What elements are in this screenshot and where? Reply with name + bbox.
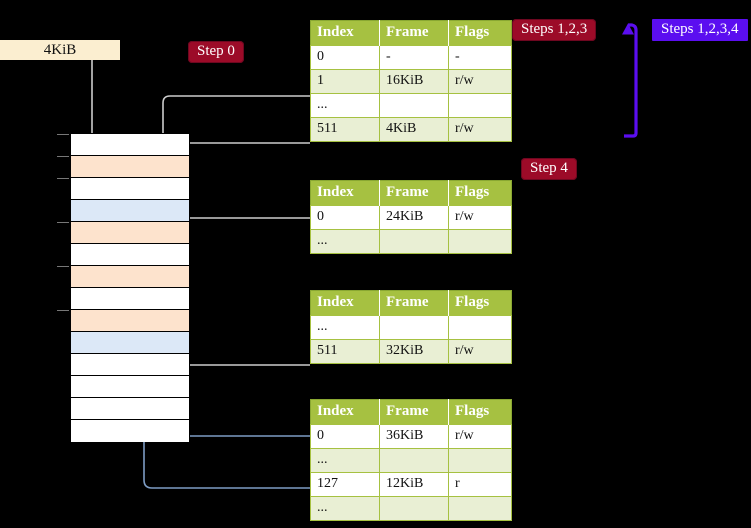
memory-frame-row xyxy=(71,332,189,354)
table-cell xyxy=(448,315,512,340)
memory-frame-row xyxy=(57,156,189,178)
table-cell: 1 xyxy=(310,69,380,94)
wire-table2-entry xyxy=(175,301,310,366)
memory-frame-row xyxy=(71,420,189,442)
column-header-index: Index xyxy=(310,290,380,316)
memory-tick-mark xyxy=(57,310,69,311)
table-cell xyxy=(448,229,512,254)
table-cell: 12KiB xyxy=(379,472,449,497)
table-cell: ... xyxy=(310,448,380,473)
table-cell: 127 xyxy=(310,472,380,497)
table-cell xyxy=(379,93,449,118)
table-cell xyxy=(448,448,512,473)
memory-tick-mark xyxy=(57,156,69,157)
table-cell: 0 xyxy=(310,424,380,449)
memory-frame-row xyxy=(57,222,189,244)
table-cell: r/w xyxy=(448,117,512,142)
table-cell xyxy=(379,229,449,254)
table-cell: r/w xyxy=(448,424,512,449)
table-cell: r xyxy=(448,472,512,497)
memory-frame-row xyxy=(71,288,189,310)
column-header-frame: Frame xyxy=(379,399,449,425)
table-cell: - xyxy=(379,45,449,70)
memory-tick-mark xyxy=(57,178,69,179)
physical-memory-column xyxy=(57,133,190,442)
table-cell: 511 xyxy=(310,117,380,142)
table-row: ... xyxy=(310,448,512,473)
table-cell: 32KiB xyxy=(379,339,449,364)
table-cell: 24KiB xyxy=(379,205,449,230)
wire-table1-entry xyxy=(179,217,310,254)
table-cell: 0 xyxy=(310,205,380,230)
step-0-badge: Step 0 xyxy=(188,41,244,64)
column-header-frame: Frame xyxy=(379,20,449,46)
table-row: 0-- xyxy=(310,45,512,70)
table-cell xyxy=(379,496,449,521)
table-cell: r/w xyxy=(448,339,512,364)
memory-frame-row xyxy=(71,244,189,266)
column-header-flags: Flags xyxy=(448,399,512,425)
memory-frame-row xyxy=(71,354,189,376)
table-row: ... xyxy=(310,93,512,118)
size-label-text: 4KiB xyxy=(43,42,77,58)
column-header-flags: Flags xyxy=(448,20,512,46)
table-cell: ... xyxy=(310,93,380,118)
column-header-index: Index xyxy=(310,399,380,425)
table-cell: ... xyxy=(310,229,380,254)
table-cell: 511 xyxy=(310,339,380,364)
column-header-index: Index xyxy=(310,180,380,206)
memory-frame-row xyxy=(71,376,189,398)
table-cell xyxy=(448,496,512,521)
memory-tick-mark xyxy=(57,222,69,223)
memory-frame-row xyxy=(57,310,189,332)
memory-tick-mark xyxy=(57,266,69,267)
table-row: ... xyxy=(310,496,512,521)
table-cell xyxy=(379,315,449,340)
table-cell: ... xyxy=(310,496,380,521)
table-cell: - xyxy=(448,45,512,70)
step-4-badge: Step 4 xyxy=(521,158,577,181)
table-cell: r/w xyxy=(448,69,512,94)
table-row: ... xyxy=(310,229,512,254)
column-header-index: Index xyxy=(310,20,380,46)
memory-frame-row xyxy=(57,266,189,288)
wire-table0-row511 xyxy=(176,142,310,162)
table-cell: 36KiB xyxy=(379,424,449,449)
memory-frame-row xyxy=(57,178,189,200)
table-cell: ... xyxy=(310,315,380,340)
table-cell: r/w xyxy=(448,205,512,230)
steps-1234-badge: Steps 1,2,3,4 xyxy=(652,19,748,42)
table-cell xyxy=(448,93,512,118)
memory-frame-row xyxy=(71,200,189,222)
column-header-flags: Flags xyxy=(448,180,512,206)
table-row: ... xyxy=(310,315,512,340)
steps-123-badge: Steps 1,2,3 xyxy=(512,19,597,42)
column-header-frame: Frame xyxy=(379,290,449,316)
table-cell: 16KiB xyxy=(379,69,449,94)
table-cell: 4KiB xyxy=(379,117,449,142)
memory-frame-row xyxy=(71,398,189,420)
memory-tick-mark xyxy=(57,134,69,135)
column-header-flags: Flags xyxy=(448,290,512,316)
memory-frame-row xyxy=(57,134,189,156)
table-cell xyxy=(379,448,449,473)
column-header-frame: Frame xyxy=(379,180,449,206)
size-label-4kib: 4KiB xyxy=(0,40,120,60)
wire-steps-1234-bracket xyxy=(622,23,638,138)
table-cell: 0 xyxy=(310,45,380,70)
